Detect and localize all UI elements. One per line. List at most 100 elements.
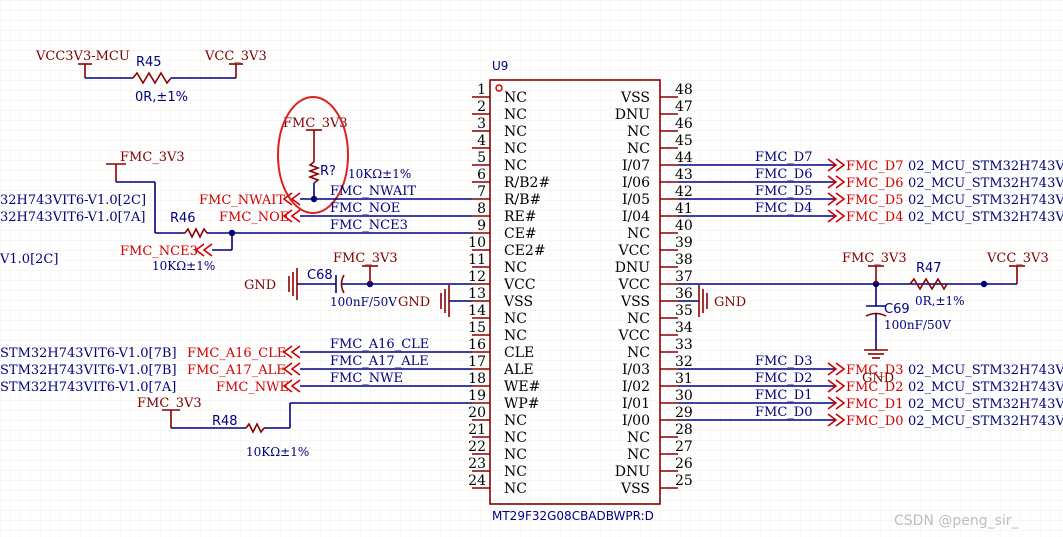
left-pin-name: CLE [504,345,534,361]
data-port-label[interactable]: FMC_D4 [846,210,903,225]
data-offpage-ref: 02_MCU_STM32H743V [908,380,1063,395]
right-pin-number: 46 [675,116,693,132]
port-fmc-nwait[interactable]: FMC_NWAIT [199,193,285,208]
gnd-label-c68: GND [244,278,276,293]
data-net-label: FMC_D2 [755,371,812,386]
left-pin-name: NC [504,311,527,327]
data-offpage-ref: 02_MCU_STM32H743V [908,414,1063,429]
right-pin-name: I/02 [622,379,650,395]
data-net-label: FMC_D5 [755,184,812,199]
right-pin-number: 43 [675,167,693,183]
highlight-circle [277,96,349,214]
left-pin-number: 6 [477,167,486,183]
right-pin-number: 47 [675,99,693,115]
offpage-ref-cle: STM32H743VIT6-V1.0[7B] [0,346,177,361]
r47-value: 0R,±1% [915,294,965,308]
port-fmc-noe[interactable]: FMC_NOE [219,210,289,225]
right-pin-number: 39 [675,235,693,251]
r46-value: 10KΩ±1% [152,259,215,273]
data-port-arrow [827,158,846,172]
right-pin-number: 44 [675,150,693,166]
data-port-label[interactable]: FMC_D0 [846,414,903,429]
r47-ref: R47 [916,261,942,276]
gnd-label-pin36: GND [714,295,746,310]
offpage-ref-noe: 32H743VIT6-V1.0[7A] [0,210,145,225]
c68-value: 100nF/50V [330,295,397,309]
gnd-label-pin13: GND [398,295,430,310]
r48-resistor[interactable]: FMC_3V3 R48 10KΩ±1% [137,396,472,459]
rq-value: 10KΩ±1% [348,167,411,181]
data-port-label[interactable]: FMC_D2 [846,380,903,395]
vcc-pin37-network[interactable]: FMC_3V3 VCC_3V3 R47 0R,±1% C69 100nF/50V… [678,251,1049,386]
r45-ref: R45 [136,55,162,70]
left-pin-name: VCC [503,277,536,293]
port-fmc-a17-ale[interactable]: FMC_A17_ALE [187,363,286,378]
data-port-label[interactable]: FMC_D5 [846,193,903,208]
gnd-label-c69: GND [862,371,894,386]
data-port-label[interactable]: FMC_D7 [846,159,903,174]
data-port-arrow [827,396,846,410]
port-fmc-a16-cle[interactable]: FMC_A16_CLE [187,346,286,361]
net-fmc-nwait: FMC_NWAIT [330,184,416,199]
offpage-ref-ale: STM32H743VIT6-V1.0[7B] [0,363,177,378]
right-pin-group: 48VSS47DNU46NC45NC44I/0743I/0642I/0541I/… [615,82,693,497]
right-pin-name: DNU [615,107,650,123]
vcc3v3-mcu-label: VCC3V3-MCU [35,49,130,64]
left-pin-number: 11 [468,252,486,268]
r46-resistor[interactable]: FMC_3V3 R46 10KΩ±1% [106,150,236,273]
left-pin-name: NC [504,481,527,497]
left-pin-number: 18 [468,371,486,387]
port-fmc-nwe[interactable]: FMC_NWE [216,380,289,395]
fmc-3v3-label-r48: FMC_3V3 [137,396,202,411]
r46-ref: R46 [170,211,196,226]
right-pin-number: 48 [675,82,693,98]
r45-resistor[interactable]: VCC3V3-MCU VCC_3V3 R45 0R,±1% [35,49,267,105]
data-offpage-ref: 02_MCU_STM32H743V [908,397,1063,412]
data-port-label[interactable]: FMC_D1 [846,397,903,412]
data-port-label[interactable]: FMC_D3 [846,363,903,378]
right-pin-name: I/00 [622,413,650,429]
left-port-arrows [194,192,301,393]
right-pin-number: 36 [675,286,693,302]
right-pin-name: I/03 [622,362,650,378]
left-pin-number: 14 [468,303,486,319]
left-pin-number: 20 [468,405,486,421]
right-pin-number: 34 [675,320,693,336]
data-port-arrow [827,192,846,206]
left-pin-name: NC [504,413,527,429]
gnd-pin13[interactable]: GND [398,285,472,317]
left-pin-number: 12 [468,269,486,285]
fmc-3v3-label-r47: FMC_3V3 [842,251,907,266]
left-pin-name: NC [504,328,527,344]
left-pin-number: 2 [477,99,486,115]
chip-part-number: MT29F32G08CBADBWPR:D [492,509,654,523]
left-pin-name: NC [504,464,527,480]
right-pin-number: 32 [675,354,693,370]
net-fmc-a16-cle: FMC_A16_CLE [330,337,429,352]
data-port-arrow [827,379,846,393]
c68-capacitor[interactable]: GND C68 100nF/50V FMC_3V3 [244,251,472,309]
rq-ref: R? [320,164,336,179]
right-pin-number: 38 [675,252,693,268]
right-pin-number: 45 [675,133,693,149]
offpage-ref-nwe: STM32H743VIT6-V1.0[7A] [0,380,176,395]
right-pin-name: VSS [620,294,650,310]
left-pin-number: 15 [468,320,486,336]
data-net-label: FMC_D3 [755,354,812,369]
port-fmc-nce3[interactable]: FMC_NCE3 [120,244,198,259]
u9-chip[interactable]: U9 MT29F32G08CBADBWPR:D [489,59,661,523]
fmc-3v3-label-r46: FMC_3V3 [120,150,185,165]
vcc-3v3-label-r47: VCC_3V3 [986,251,1049,266]
data-net-label: FMC_D1 [755,388,812,403]
right-pin-name: NC [627,430,650,446]
rq-pullup[interactable]: FMC_3V3 R? 10KΩ±1% [277,96,411,214]
right-pin-name: VCC [617,243,650,259]
left-pin-number: 17 [468,354,486,370]
gnd-pin36[interactable]: GND [678,285,746,317]
c69-ref: C69 [884,302,910,317]
data-port-label[interactable]: FMC_D6 [846,176,903,191]
right-pin-name: VCC [617,277,650,293]
